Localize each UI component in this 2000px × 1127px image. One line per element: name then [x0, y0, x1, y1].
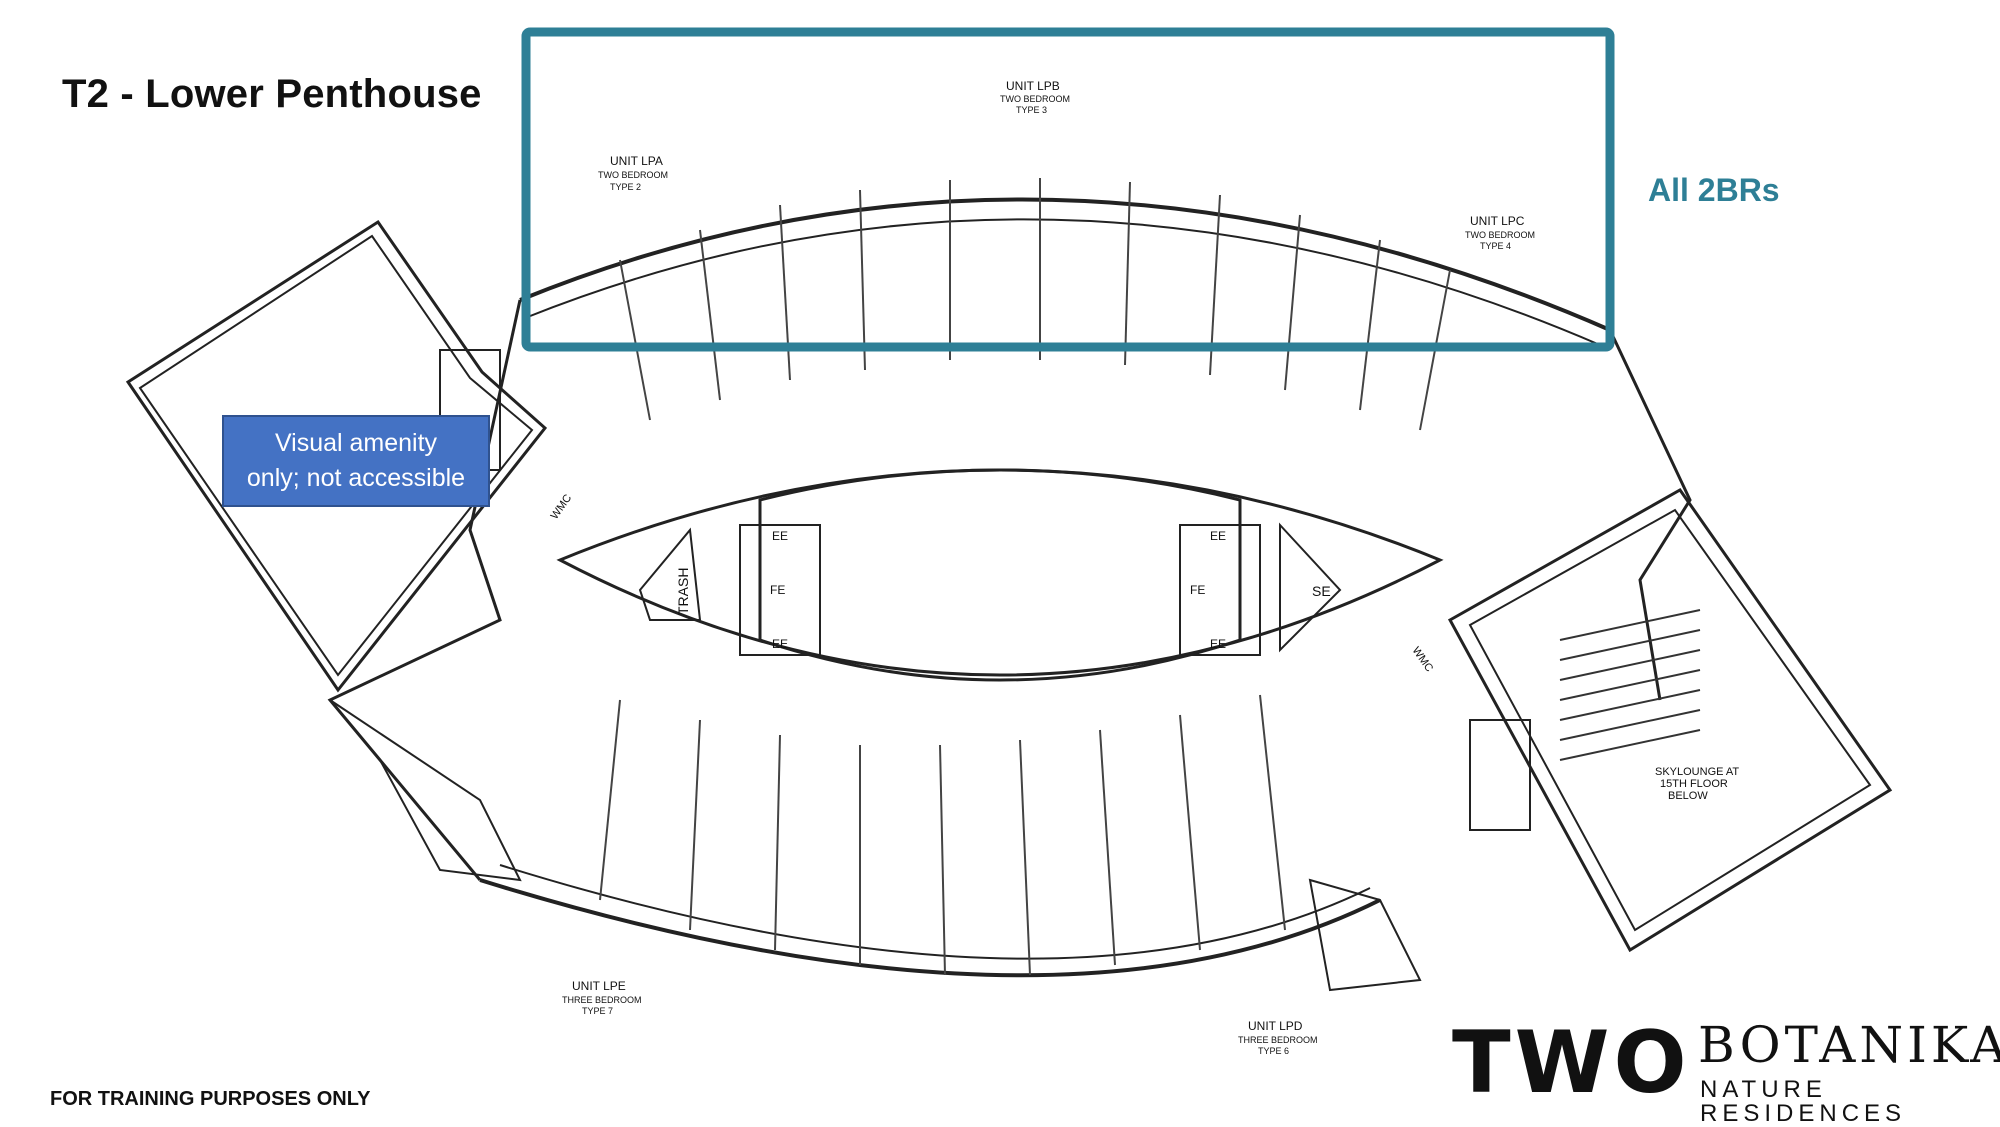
svg-text:15TH FLOOR: 15TH FLOOR — [1660, 778, 1728, 790]
svg-text:TYPE 7: TYPE 7 — [582, 1006, 613, 1016]
page-title: T2 - Lower Penthouse — [62, 72, 482, 116]
unit-lpd-name: UNIT LPD — [1248, 1019, 1303, 1033]
amenity-callout: Visual amenity only; not accessible — [222, 415, 490, 507]
svg-text:THREE BEDROOM: THREE BEDROOM — [562, 995, 642, 1005]
fe-label-right: FE — [1190, 583, 1205, 597]
brand-logo: TWO BOTANIKA NATURE RESIDENCES — [1452, 1013, 2000, 1126]
skylounge-label: SKYLOUNGE AT — [1655, 766, 1739, 778]
brand-name: BOTANIKA — [1698, 1016, 2000, 1074]
highlight-label: All 2BRs — [1648, 172, 1780, 208]
svg-text:THREE BEDROOM: THREE BEDROOM — [1238, 1035, 1318, 1045]
se-label: SE — [1312, 583, 1331, 599]
trash-label: TRASH — [675, 568, 691, 615]
svg-text:TYPE 4: TYPE 4 — [1480, 241, 1511, 251]
brand-mark: TWO — [1452, 1013, 1691, 1113]
unit-lpc-name: UNIT LPC — [1470, 214, 1525, 228]
unit-lpe-name: UNIT LPE — [572, 979, 626, 993]
two-bedroom-highlight-box — [521, 27, 1615, 352]
svg-text:TWO BEDROOM: TWO BEDROOM — [1465, 230, 1535, 240]
svg-text:WMC: WMC — [1410, 645, 1436, 674]
svg-text:TYPE 3: TYPE 3 — [1016, 105, 1047, 115]
brand-tagline: NATURE RESIDENCES — [1700, 1076, 1907, 1127]
trash-chute — [638, 527, 702, 621]
svg-text:TWO BEDROOM: TWO BEDROOM — [1000, 94, 1070, 104]
footer-note: FOR TRAINING PURPOSES ONLY — [50, 1088, 371, 1110]
amenity-line-2: only; not accessible — [246, 464, 466, 492]
unit-lpa-name: UNIT LPA — [610, 154, 663, 168]
lift-core-right — [1179, 524, 1261, 656]
amenity-line-1: Visual amenity — [274, 429, 438, 457]
svg-text:EE: EE — [1210, 637, 1226, 651]
lift-core-left — [739, 524, 821, 656]
svg-text:EE: EE — [772, 529, 788, 543]
svg-text:TWO BEDROOM: TWO BEDROOM — [598, 170, 668, 180]
svg-text:TYPE 6: TYPE 6 — [1258, 1046, 1289, 1056]
unit-lpb-name: UNIT LPB — [1006, 79, 1060, 93]
skylounge-block — [1447, 488, 1893, 953]
building-outer-wall — [519, 197, 1611, 332]
svg-text:WMC: WMC — [549, 492, 575, 521]
fe-label-left: FE — [770, 583, 785, 597]
svg-text:EE: EE — [772, 637, 788, 651]
svg-text:EE: EE — [1210, 529, 1226, 543]
svg-text:TYPE 2: TYPE 2 — [610, 182, 641, 192]
service-lift — [1279, 522, 1342, 653]
building-lower-wall — [479, 878, 1381, 978]
visual-amenity-block — [125, 219, 548, 693]
central-corridor — [556, 468, 1444, 677]
svg-text:BELOW: BELOW — [1668, 790, 1708, 802]
